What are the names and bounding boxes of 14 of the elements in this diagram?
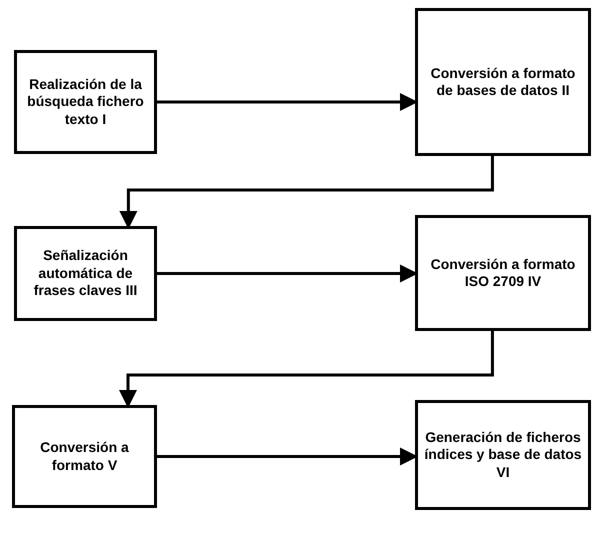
box-text: Conversión a formato de bases de datos II: [430, 64, 576, 100]
box-text: Realización de la búsqueda fichero texto I: [26, 76, 145, 128]
box-text: Señalización automática de frases claves III: [32, 247, 138, 300]
process-box: [415, 8, 591, 156]
arrow: [119, 156, 494, 229]
process-box: [415, 400, 591, 510]
process-box: [14, 226, 157, 321]
box-text: Conversión a formato ISO 2709 IV: [430, 256, 576, 290]
box-text: Generación de ficheros índices y base de datos VI: [423, 428, 583, 482]
arrow: [119, 331, 494, 408]
process-box: [14, 50, 157, 154]
box-text: Conversión a formato V: [39, 439, 130, 474]
process-box: [12, 405, 157, 508]
process-box: [415, 215, 591, 331]
